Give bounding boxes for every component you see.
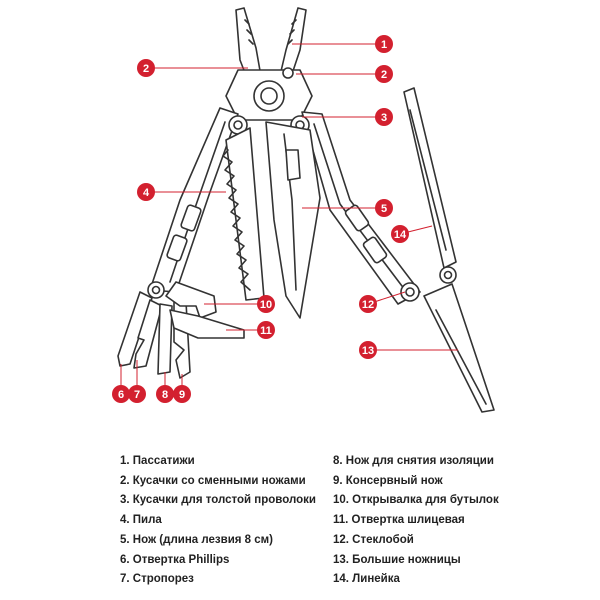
legend-item-2: 2. Кусачки со сменными ножами — [120, 474, 306, 487]
callout-circle-2 — [375, 65, 393, 83]
callout-number-3: 3 — [381, 112, 387, 124]
legend-item-1: 1. Пассатижи — [120, 455, 195, 467]
scissors-arm-detail — [409, 109, 447, 251]
wire-stripper — [157, 303, 173, 375]
handle-right-inner — [313, 123, 406, 291]
small-tools-pivot-center — [151, 285, 161, 295]
legend-item-12: 12. Стеклобой — [333, 533, 414, 546]
callout-circle-7 — [128, 385, 146, 403]
saw-blade — [225, 127, 265, 301]
legend-column-left: 1. Пассатижи 2. Кусачки со сменными ножа… — [120, 452, 316, 590]
callout-circle-2 — [137, 59, 155, 77]
legend-item-6: 6. Отвертка Phillips — [120, 553, 230, 566]
legend-item-7: 7. Стропорез — [120, 573, 194, 586]
legend-item-11: 11. Отвертка шлицевая — [333, 514, 465, 527]
legend-item-14: 14. Линейка — [333, 573, 400, 586]
callout-number-13: 13 — [362, 345, 374, 357]
handle-left-slot-1 — [180, 204, 202, 232]
callout-number-9: 9 — [179, 389, 185, 401]
legend: 1. Пассатижи 2. Кусачки со сменными ножа… — [0, 452, 600, 592]
scissors-blade-edge — [435, 309, 487, 405]
callout-circle-4 — [137, 183, 155, 201]
callout-number-12: 12 — [362, 299, 374, 311]
legend-item-3: 3. Кусачки для толстой проволоки — [120, 494, 316, 507]
callout-circle-11 — [257, 321, 275, 339]
callout-number-4: 4 — [143, 187, 150, 199]
scissors-pivot-center — [443, 270, 453, 280]
pivot-ring-inner — [260, 87, 278, 105]
callout-circle-12 — [359, 295, 377, 313]
callout-circle-9 — [173, 385, 191, 403]
callout-number-10: 10 — [260, 299, 272, 311]
scissors-arm-long — [403, 87, 457, 269]
callout-number-6: 6 — [118, 389, 124, 401]
legend-item-8: 8. Нож для снятия изоляции — [333, 455, 494, 467]
wire-cutter-screw — [282, 67, 294, 79]
callout-circle-13 — [359, 341, 377, 359]
glass-breaker-center — [405, 287, 415, 297]
callout-circle-14 — [391, 225, 409, 243]
plier-jaw-teeth — [244, 19, 297, 45]
handle-left-screw-center — [233, 120, 243, 130]
legend-column-right: 8. Нож для снятия изоляции 9. Консервный… — [333, 452, 499, 590]
handle-left-slot-2 — [166, 234, 188, 262]
handle-right — [301, 111, 421, 305]
callout-circle-8 — [156, 385, 174, 403]
legend-item-9: 9. Консервный нож — [333, 474, 443, 487]
callout-number-7: 7 — [134, 389, 140, 401]
callout-number-2: 2 — [381, 69, 387, 81]
callout-number-8: 8 — [162, 389, 168, 401]
scissors-blade — [423, 283, 495, 413]
callout-number-5: 5 — [381, 203, 387, 215]
callout-number-1: 1 — [381, 39, 387, 51]
handle-right-slot-2 — [362, 236, 388, 264]
flathead-screwdriver — [169, 309, 245, 339]
legend-item-13: 13. Большие ножницы — [333, 553, 461, 566]
legend-item-5: 5. Нож (длина лезвия 8 см) — [120, 533, 273, 546]
saw-teeth — [222, 149, 251, 291]
callout-circle-10 — [257, 295, 275, 313]
multitool-drawing — [117, 7, 495, 413]
callout-circle-6 — [112, 385, 130, 403]
callout-circle-5 — [375, 199, 393, 217]
phillips-screwdriver — [117, 291, 153, 367]
bottle-opener — [165, 281, 217, 319]
callout-circle-1 — [375, 35, 393, 53]
handle-left — [149, 107, 239, 293]
callout-circle-3 — [375, 108, 393, 126]
legend-item-10: 10. Открывалка для бутылок — [333, 494, 499, 507]
callout-number-11: 11 — [260, 325, 272, 337]
legend-item-4: 4. Пила — [120, 514, 162, 527]
callout-number-2: 2 — [143, 63, 149, 75]
knife-thumb-hole — [285, 149, 301, 181]
callout-number-14: 14 — [394, 229, 407, 241]
